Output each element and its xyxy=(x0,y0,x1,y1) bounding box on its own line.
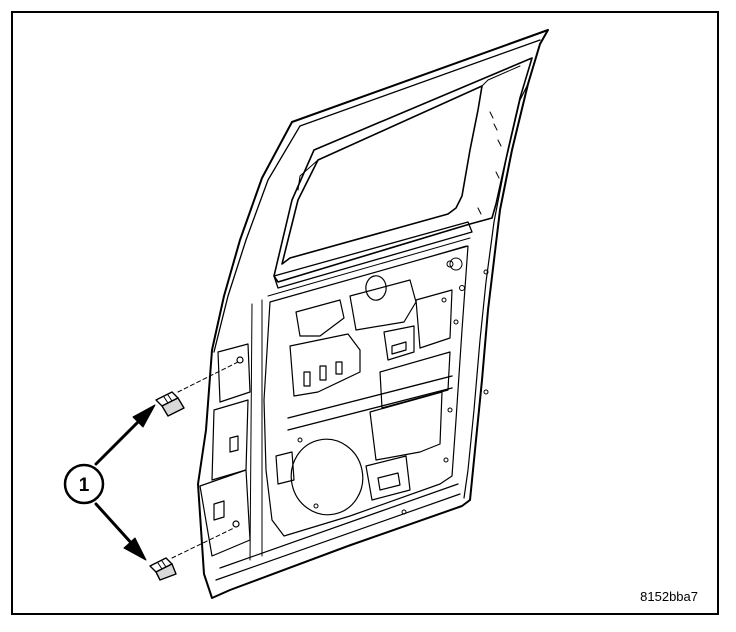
frame-slots xyxy=(477,111,502,215)
window-outer-frame xyxy=(273,57,533,283)
intrusion-beam xyxy=(287,375,453,431)
cutout-lower-center xyxy=(365,455,411,501)
window-glass-opening xyxy=(281,85,483,265)
callout-label: 1 xyxy=(79,475,90,496)
door-frame-inner-edge xyxy=(213,39,541,353)
cutout-lower-right xyxy=(369,391,443,461)
hinge-slot xyxy=(229,435,239,453)
cutout-slots-mid xyxy=(303,361,343,387)
window-sill xyxy=(273,221,473,289)
panel-holes xyxy=(297,257,489,515)
bolt-leader-upper xyxy=(177,361,239,393)
cutout-upper-mid xyxy=(349,279,417,331)
bolt-leader-lower xyxy=(171,527,235,559)
bolt-head-upper xyxy=(161,397,185,417)
bolt-threads-lower xyxy=(157,560,167,570)
hinge-bolt-upper xyxy=(155,361,239,417)
bolt-head-lower xyxy=(155,563,177,581)
callout-arrow-lower-head xyxy=(123,537,147,561)
cutout-upper-left xyxy=(295,299,345,337)
hinge-bolt-lower xyxy=(149,527,235,581)
hinge-hole-lower xyxy=(232,520,240,528)
cutout-speaker-upper xyxy=(365,275,387,301)
cutout-speaker-lower xyxy=(290,438,364,516)
hinge-hole-upper xyxy=(236,356,244,364)
callout-arrow-upper-shaft xyxy=(94,416,144,466)
callout-circle xyxy=(63,463,105,505)
cutout-upper-right xyxy=(415,289,453,349)
bolt-threads-upper xyxy=(163,394,173,404)
callout-arrow-upper-head xyxy=(132,404,156,428)
cutout-mid-right xyxy=(379,351,451,409)
hinge-pillar xyxy=(199,299,263,561)
callout-arrow-lower-shaft xyxy=(94,502,136,548)
window-frame xyxy=(267,57,533,305)
window-channel xyxy=(297,65,521,191)
callout-1: 1 xyxy=(63,404,156,561)
inner-panel xyxy=(263,245,489,537)
cutout-mid-left xyxy=(289,333,361,397)
hinge-edge-line xyxy=(249,299,263,561)
door-bottom-hem xyxy=(215,483,461,581)
hinge-face-upper xyxy=(217,343,251,403)
hinge-slot-lower xyxy=(213,500,225,521)
figure-id: 8152bba7 xyxy=(640,589,698,604)
cutout-lower-left xyxy=(275,451,295,485)
cutout-latch-window xyxy=(383,325,415,361)
